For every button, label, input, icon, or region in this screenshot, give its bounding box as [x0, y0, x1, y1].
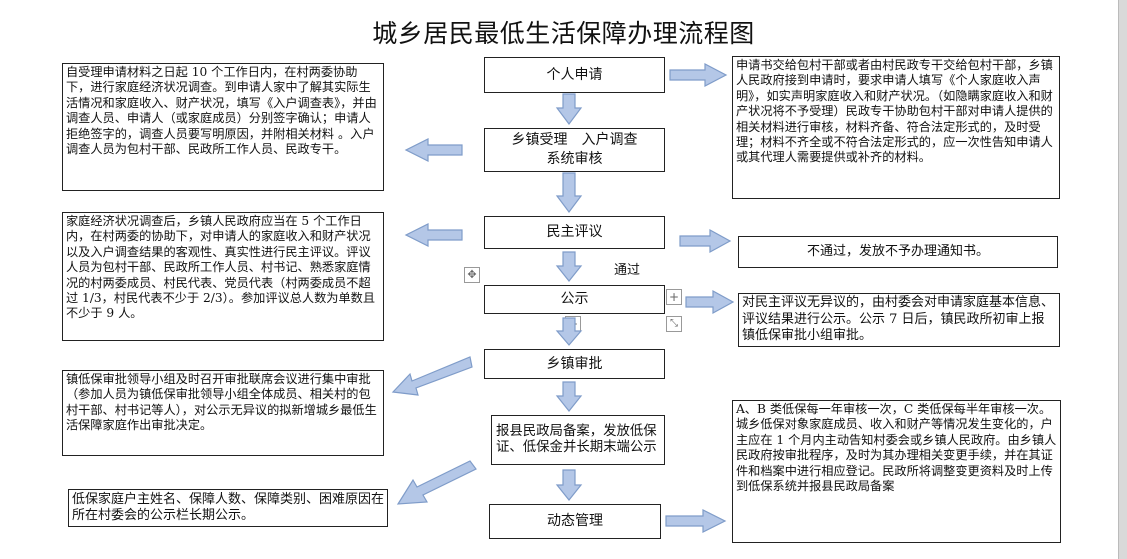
- arrow-down-4: [555, 317, 583, 346]
- step-accept-survey[interactable]: 乡镇受理 入户调查 系统审核: [484, 128, 665, 172]
- step-dynamic-management[interactable]: 动态管理: [489, 504, 661, 539]
- note-publicize: 对民主评议无异议的，由村委会对申请家庭基本信息、评议结果进行公示。公示 7 日后…: [738, 293, 1060, 347]
- arrow-down-5: [555, 381, 583, 412]
- note-household-survey: 自受理申请材料之日起 10 个工作日内，在村两委协助下，进行家庭经济状况调查。到…: [62, 63, 384, 191]
- pass-label: 通过: [614, 263, 641, 278]
- arrow-down-6: [555, 469, 583, 501]
- move-handle-icon[interactable]: ✥: [464, 267, 480, 283]
- note-democratic-review: 家庭经济状况调查后，乡镇人民政府应当在 5 个工作日内，在村两委的协助下，对申请…: [62, 212, 384, 341]
- step-publicize[interactable]: 公示: [484, 285, 665, 314]
- note-apply-instructions: 申请书交给包村干部或者由村民政专干交给包村干部，乡镇人民政府接到申请时，要求申请…: [732, 56, 1060, 199]
- arrow-left-review: [404, 223, 463, 247]
- note-annual-review: A、B 类低保每一年审核一次，C 类低保每半年审核一次。城乡低保对象家庭成员、收…: [732, 400, 1061, 543]
- arrow-down-2: [555, 172, 583, 213]
- arrow-diag-approval: [391, 356, 473, 396]
- add-handle-icon[interactable]: +: [666, 289, 682, 305]
- window-edge: [1118, 0, 1127, 559]
- arrow-right-reject: [679, 228, 732, 254]
- arrow-right-publicize: [685, 289, 735, 315]
- page-title: 城乡居民最低生活保障办理流程图: [372, 19, 755, 48]
- note-long-term-publicity: 低保家庭户主姓名、保障人数、保障类别、困难原因在所在村委会的公示栏长期公示。: [68, 489, 388, 527]
- arrow-left-survey: [404, 138, 463, 162]
- step-democratic-review[interactable]: 民主评议: [484, 216, 665, 249]
- note-rejection: 不通过，发放不予办理通知书。: [738, 236, 1058, 268]
- arrow-diag-publicity: [396, 460, 477, 505]
- step-apply[interactable]: 个人申请: [484, 57, 665, 93]
- arrow-right-manage: [665, 509, 727, 533]
- arrow-right-apply: [669, 63, 728, 87]
- resize-handle-icon[interactable]: ⤡: [666, 316, 682, 332]
- step-township-approval[interactable]: 乡镇审批: [484, 349, 665, 379]
- arrow-down-1: [555, 93, 583, 125]
- step-filing-payment[interactable]: 报县民政局备案，发放低保证、低保金并长期末端公示: [491, 415, 665, 465]
- note-approval-meeting: 镇低保审批领导小组及时召开审批联席会议进行集中审批（参加人员为镇低保审批领导小组…: [62, 370, 384, 456]
- arrow-down-3: [555, 251, 583, 282]
